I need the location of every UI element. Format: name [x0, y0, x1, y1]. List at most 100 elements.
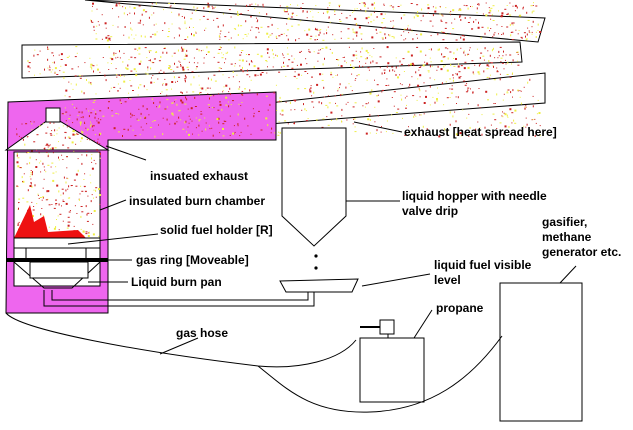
heat-dot: [42, 187, 44, 189]
heat-dot: [346, 62, 347, 64]
heat-dot: [267, 52, 269, 54]
heat-dot: [200, 111, 202, 112]
heat-dot: [421, 8, 423, 11]
heat-dot: [490, 124, 492, 126]
heat-dot: [171, 112, 174, 115]
heat-dot: [34, 49, 36, 51]
heat-dot: [227, 101, 229, 103]
heat-dot: [302, 11, 304, 13]
heat-dot: [283, 65, 285, 67]
heat-dot: [437, 92, 439, 94]
heat-dot: [393, 36, 395, 39]
heat-dot: [384, 71, 386, 74]
heat-dot: [531, 33, 533, 35]
heat-dot: [365, 49, 368, 52]
heat-dot: [94, 116, 96, 119]
heat-dot: [476, 48, 478, 50]
heat-dot: [504, 113, 507, 116]
label-gas-hose: gas hose: [176, 326, 228, 340]
heat-dot: [506, 90, 508, 92]
heat-dot: [201, 130, 203, 132]
heat-dot: [519, 96, 521, 98]
heat-dot: [419, 114, 421, 116]
heat-dot: [352, 123, 354, 125]
heat-dot: [377, 100, 380, 103]
heat-dot: [45, 132, 48, 134]
heat-dot: [525, 38, 527, 41]
heat-dot: [95, 93, 97, 95]
heat-dot: [234, 46, 236, 49]
heat-dot: [523, 86, 525, 88]
heat-dot: [22, 181, 23, 183]
heat-dot: [213, 95, 215, 97]
heat-dot: [325, 104, 328, 106]
heat-dot: [286, 53, 289, 55]
heat-dot: [144, 116, 147, 119]
heat-dot: [152, 33, 154, 35]
heat-dot: [162, 84, 164, 86]
heat-dot: [467, 103, 469, 105]
heat-dot: [47, 67, 49, 69]
heat-dot: [232, 132, 235, 135]
heat-dot: [493, 79, 496, 81]
heat-dot: [209, 95, 212, 97]
heat-dot: [527, 27, 529, 29]
heat-dot: [445, 7, 447, 9]
heat-dot: [247, 33, 249, 35]
heat-dot: [184, 79, 186, 81]
heat-dot: [221, 52, 223, 54]
heat-dot: [420, 66, 422, 68]
heat-dot: [178, 27, 180, 29]
heat-dot: [184, 16, 185, 19]
heat-dot: [443, 56, 446, 58]
heat-dot: [88, 115, 90, 118]
heat-dot: [80, 140, 82, 142]
heat-dot: [294, 99, 297, 101]
heat-dot: [511, 39, 514, 41]
heat-dot: [178, 15, 180, 17]
heat-dot: [156, 31, 158, 33]
heat-dot: [267, 66, 268, 68]
solid-fuel-holder: [13, 205, 101, 261]
heat-dot: [406, 104, 407, 106]
heat-dot: [209, 128, 211, 130]
heat-dot: [318, 52, 320, 54]
heat-dot: [129, 80, 131, 81]
heat-dot: [353, 118, 356, 120]
heat-dot: [16, 161, 19, 164]
heat-dot: [67, 224, 70, 227]
heat-dot: [118, 75, 121, 76]
heat-dot: [278, 35, 281, 37]
heat-dot: [340, 65, 343, 68]
heat-dot: [381, 89, 384, 91]
heat-dot: [178, 13, 180, 16]
heat-dot: [512, 96, 513, 98]
heat-dot: [265, 95, 268, 97]
heat-dot: [304, 108, 306, 111]
heat-dot: [451, 88, 454, 90]
heat-dot: [33, 206, 35, 207]
heat-dot: [352, 66, 355, 69]
heat-dot: [237, 24, 239, 27]
heat-dot: [220, 30, 222, 32]
heat-dot: [255, 36, 257, 39]
heat-dot: [83, 234, 85, 236]
heat-dot: [431, 65, 433, 67]
heat-dot: [420, 33, 423, 36]
heat-dot: [52, 69, 54, 71]
heat-dot: [230, 63, 233, 65]
heat-dot: [149, 127, 152, 128]
heat-dot: [90, 63, 93, 66]
heat-dot: [75, 46, 78, 48]
heat-dot: [445, 81, 447, 83]
heat-dot: [344, 60, 346, 62]
heat-dot: [179, 28, 181, 30]
heat-dot: [474, 64, 476, 66]
heat-dot: [169, 6, 171, 8]
heat-dot: [471, 28, 474, 30]
heat-dot: [316, 83, 319, 86]
heat-dot: [439, 13, 441, 15]
heat-dot: [453, 58, 455, 59]
heat-dot: [449, 123, 451, 126]
heat-dot: [286, 8, 288, 11]
